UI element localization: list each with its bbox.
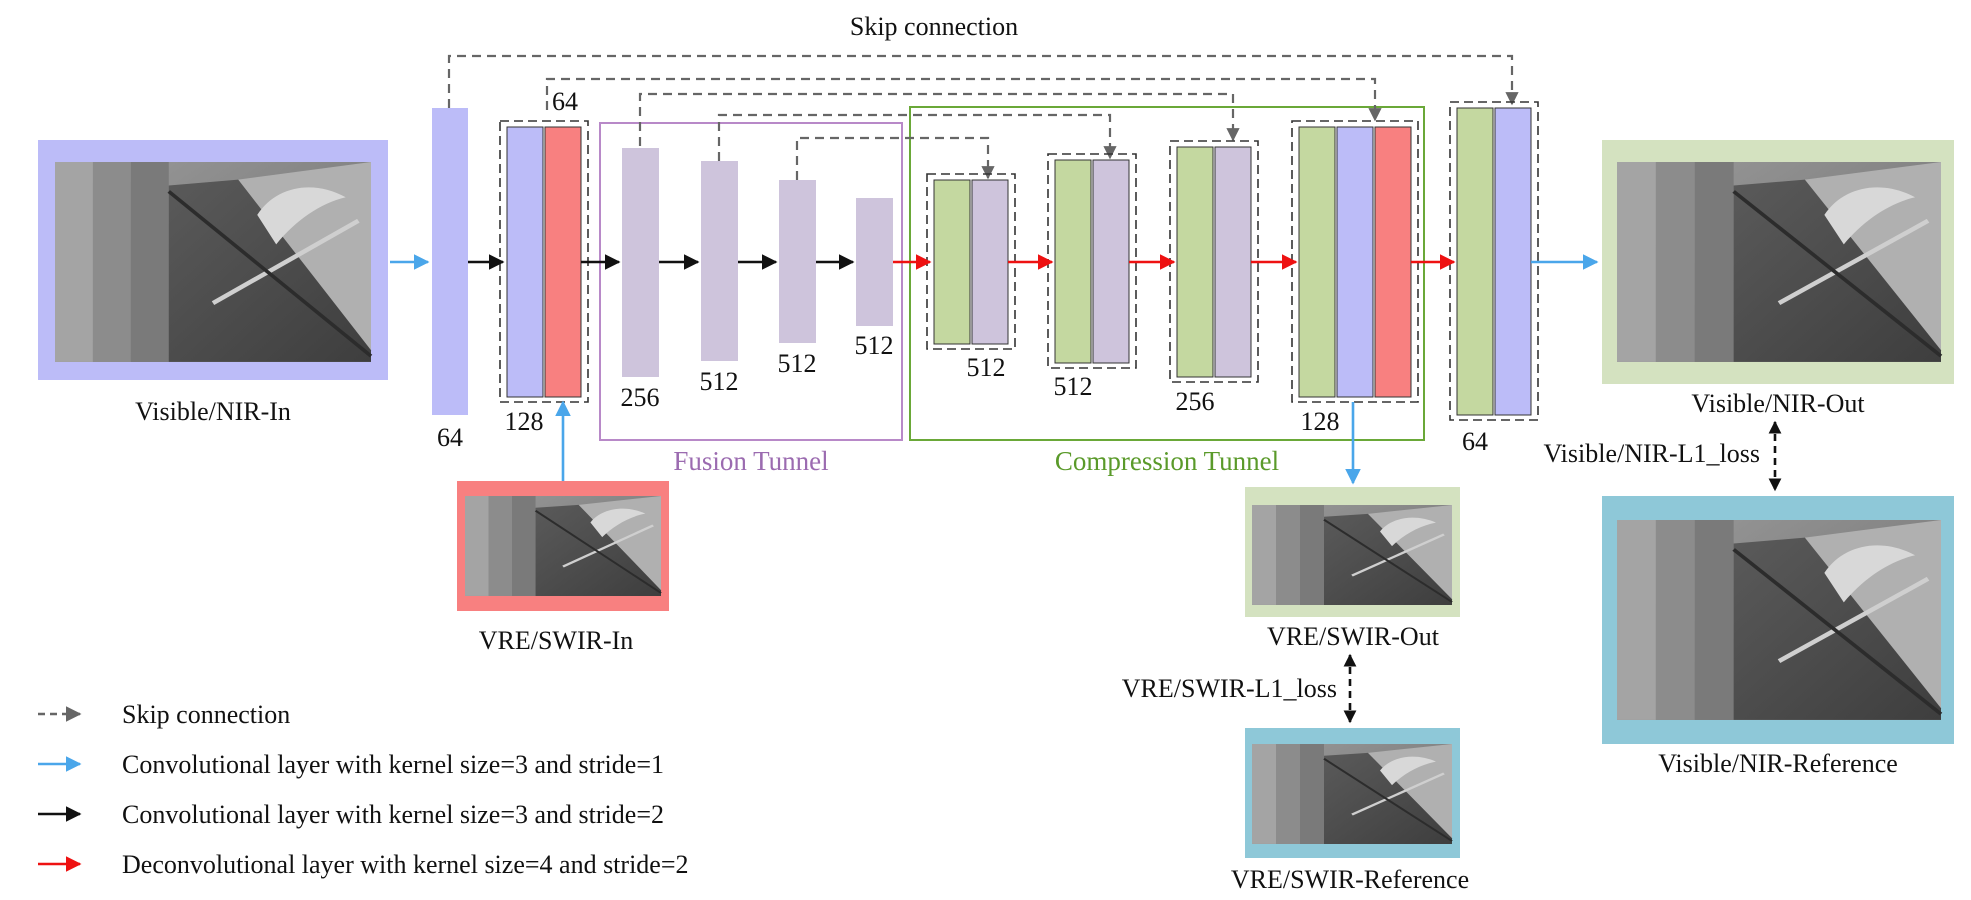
skip-connection-4 bbox=[717, 113, 1117, 161]
flow-arrows bbox=[390, 254, 1599, 485]
concat-block bbox=[499, 120, 589, 403]
visible-nir-loss-label: Visible/NIR-L1_loss bbox=[1543, 439, 1760, 468]
visible-nir-reference-image bbox=[1602, 496, 1954, 744]
compression-block-3-channels: 256 bbox=[1176, 387, 1215, 416]
vre-swir-in-image bbox=[457, 481, 669, 611]
fusion-tunnel-box bbox=[599, 122, 903, 441]
compression-block-2-channels: 512 bbox=[1054, 372, 1093, 401]
fusion-block-2 bbox=[701, 161, 738, 361]
final-block bbox=[1449, 101, 1539, 421]
vre-swir-reference-image bbox=[1245, 728, 1460, 858]
fusion-block-3 bbox=[779, 180, 816, 343]
vre-swir-out-image bbox=[1245, 487, 1460, 617]
legend-deconv-text: Deconvolutional layer with kernel size=4… bbox=[122, 850, 689, 879]
fusion-block-3-channels: 512 bbox=[778, 349, 817, 378]
compression-tunnel-box bbox=[909, 106, 1425, 441]
conv-in-channels: 64 bbox=[437, 423, 463, 452]
skip-connections bbox=[447, 54, 1519, 180]
vre-swir-in-label: VRE/SWIR-In bbox=[479, 626, 634, 655]
visible-nir-out-label: Visible/NIR-Out bbox=[1691, 389, 1865, 418]
legend: Skip connection Convolutional layer with… bbox=[38, 700, 689, 879]
legend-skip-text: Skip connection bbox=[122, 700, 290, 729]
vre-swir-loss-label: VRE/SWIR-L1_loss bbox=[1122, 674, 1337, 703]
concat-channels-64: 64 bbox=[552, 87, 578, 116]
compression-block-3 bbox=[1169, 140, 1259, 383]
concat-channels-128: 128 bbox=[505, 407, 544, 436]
skip-connection-5 bbox=[795, 136, 995, 180]
vre-swir-reference-label: VRE/SWIR-Reference bbox=[1231, 865, 1469, 894]
legend-conv2-text: Convolutional layer with kernel size=3 a… bbox=[122, 800, 664, 829]
compression-block-2 bbox=[1047, 153, 1137, 369]
compression-block-1 bbox=[926, 173, 1016, 350]
skip-connection-3 bbox=[638, 92, 1240, 146]
visible-nir-in-label: Visible/NIR-In bbox=[135, 397, 291, 426]
fusion-block-4-channels: 512 bbox=[855, 331, 894, 360]
conv-in-block bbox=[432, 108, 468, 415]
fusion-tunnel-label: Fusion Tunnel bbox=[673, 446, 828, 476]
fusion-block-2-channels: 512 bbox=[700, 367, 739, 396]
compression-block-1-channels: 512 bbox=[967, 353, 1006, 382]
fusion-block-4 bbox=[856, 198, 893, 326]
final-block-channels: 64 bbox=[1462, 427, 1488, 456]
visible-nir-in-image bbox=[38, 140, 388, 380]
skip-connection-title: Skip connection bbox=[850, 12, 1018, 41]
vre-swir-out-label: VRE/SWIR-Out bbox=[1267, 622, 1440, 651]
skip-connection-outer bbox=[447, 54, 1519, 108]
fusion-block-1 bbox=[622, 148, 659, 377]
legend-conv1-text: Convolutional layer with kernel size=3 a… bbox=[122, 750, 664, 779]
fusion-block-1-channels: 256 bbox=[621, 383, 660, 412]
compression-tunnel-label: Compression Tunnel bbox=[1055, 446, 1279, 476]
visible-nir-reference-label: Visible/NIR-Reference bbox=[1658, 749, 1898, 778]
compression-block-4 bbox=[1291, 120, 1419, 403]
compression-block-4-channels: 128 bbox=[1301, 407, 1340, 436]
skip-connection-2 bbox=[545, 77, 1382, 122]
visible-nir-out-image bbox=[1602, 140, 1954, 384]
